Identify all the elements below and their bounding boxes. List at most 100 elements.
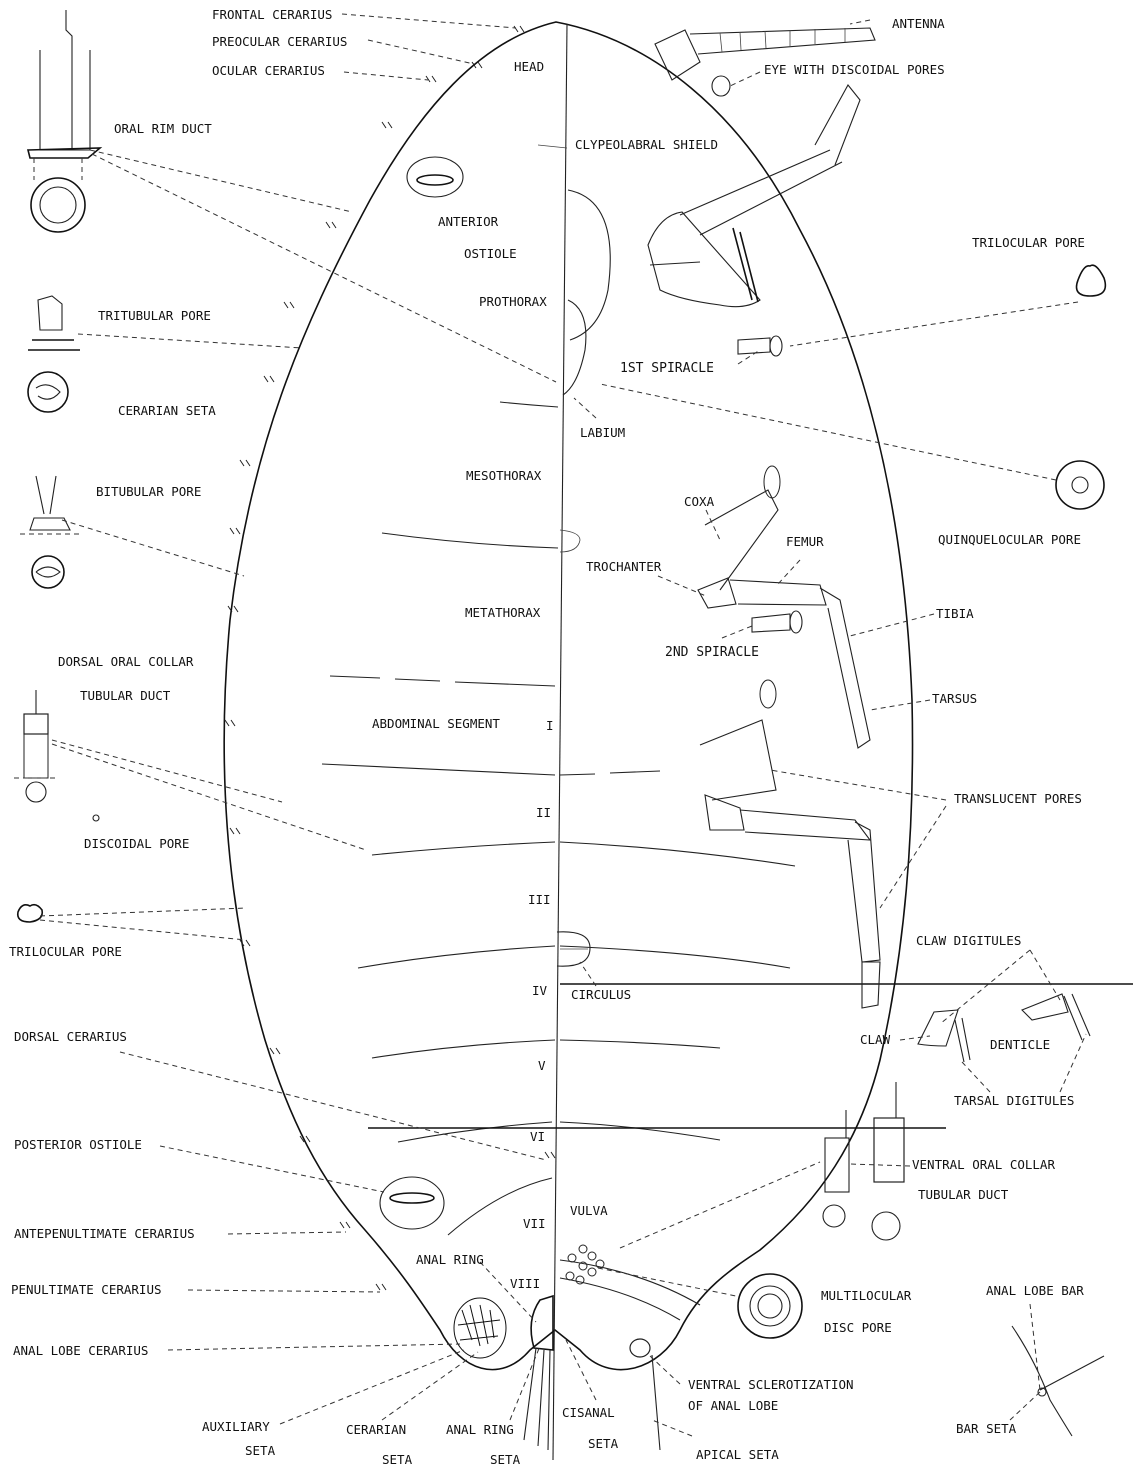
label-anal-ring-seta-2: SETA — [490, 1452, 521, 1466]
dorsal-oral-collar-drawing — [14, 690, 58, 802]
label-ventral-oral-collar-2: TUBULAR DUCT — [918, 1187, 1009, 1202]
label-dorsal-oral-collar-1: DORSAL ORAL COLLAR — [58, 654, 194, 669]
anterior-ostiole-drawing — [407, 157, 463, 197]
label-trilocular-pore-left: TRILOCULAR PORE — [9, 944, 122, 959]
label-anal-ring-seta-1: ANAL RING — [446, 1422, 514, 1437]
label-apical-seta: APICAL SETA — [696, 1447, 779, 1462]
label-preocular-cerarius: PREOCULAR CERARIUS — [212, 34, 347, 49]
label-oral-rim-duct: ORAL RIM DUCT — [114, 121, 212, 136]
label-cisanal-1: CISANAL — [562, 1405, 615, 1420]
segment-line — [560, 771, 660, 775]
label-bitubular-pore: BITUBULAR PORE — [96, 484, 201, 499]
trilocular-pore-right-drawing — [1077, 265, 1106, 296]
label-anal-ring: ANAL RING — [416, 1252, 484, 1267]
label-antepenultimate-cerarius: ANTEPENULTIMATE CERARIUS — [14, 1226, 195, 1241]
label-ventral-oral-collar-1: VENTRAL ORAL COLLAR — [912, 1157, 1055, 1172]
label-anterior: ANTERIOR — [438, 214, 499, 229]
label-seg-VII: VII — [523, 1216, 546, 1231]
label-cisanal-2: SETA — [588, 1436, 619, 1451]
label-anal-lobe-cerarius: ANAL LOBE CERARIUS — [13, 1343, 148, 1358]
label-translucent-pores: TRANSLUCENT PORES — [954, 791, 1082, 806]
label-eye: EYE WITH DISCOIDAL PORES — [764, 62, 945, 77]
label-penultimate-cerarius: PENULTIMATE CERARIUS — [11, 1282, 162, 1297]
segment-line — [560, 1040, 720, 1048]
label-ventral-sclerotization-2: OF ANAL LOBE — [688, 1398, 778, 1413]
eye-drawing — [712, 76, 730, 96]
label-posterior-ostiole: POSTERIOR OSTIOLE — [14, 1137, 142, 1152]
label-dorsal-cerarius: DORSAL CERARIUS — [14, 1029, 127, 1044]
label-seg-V: V — [538, 1058, 546, 1073]
label-auxiliary-1: AUXILIARY — [202, 1419, 270, 1434]
label-multilocular-2: DISC PORE — [824, 1320, 892, 1335]
label-denticle: DENTICLE — [990, 1037, 1050, 1052]
middle-leg-drawing — [698, 466, 870, 748]
foreleg-drawing — [648, 85, 860, 307]
label-seg-IV: IV — [532, 983, 548, 998]
multilocular-disc-pore-drawing — [738, 1274, 802, 1338]
label-auxiliary-2: SETA — [245, 1443, 276, 1458]
label-prothorax: PROTHORAX — [479, 294, 547, 309]
label-claw: CLAW — [860, 1032, 891, 1047]
anal-lobe-bar-drawing — [1012, 1326, 1104, 1436]
segment-line — [560, 946, 790, 968]
label-seg-VIII: VIII — [510, 1276, 540, 1291]
spiracle-2-drawing — [752, 611, 802, 633]
clypeolabral-line — [538, 145, 567, 148]
label-labium: LABIUM — [580, 425, 625, 440]
label-dorsal-oral-collar-2: TUBULAR DUCT — [80, 688, 171, 703]
label-frontal-cerarius: FRONTAL CERARIUS — [212, 7, 332, 22]
leader-lines — [40, 14, 1086, 1436]
segment-line — [322, 764, 555, 775]
label-circulus: CIRCULUS — [571, 987, 631, 1002]
label-vulva: VULVA — [570, 1203, 608, 1218]
segment-line — [560, 842, 795, 866]
label-discoidal-pore: DISCOIDAL PORE — [84, 836, 189, 851]
label-trochanter: TROCHANTER — [586, 559, 662, 574]
segment-line — [398, 1122, 552, 1142]
tritubular-pore-drawing — [28, 296, 80, 412]
ventral-oral-collar-drawing — [823, 1082, 904, 1240]
label-coxa: COXA — [684, 494, 715, 509]
trilocular-pore-left-drawing — [18, 905, 43, 922]
bitubular-pore-drawing — [20, 476, 80, 588]
posterior-ostiole-drawing — [380, 1177, 444, 1229]
label-mesothorax: MESOTHORAX — [466, 468, 542, 483]
label-seg-VI: VI — [530, 1129, 545, 1144]
label-tritubular-pore: TRITUBULAR PORE — [98, 308, 211, 323]
label-first-spiracle: 1ST SPIRACLE — [620, 361, 714, 376]
ventral-sclerotization-drawing — [630, 1339, 660, 1450]
label-tarsus: TARSUS — [932, 691, 977, 706]
label-quinquelocular-pore: QUINQUELOCULAR PORE — [938, 532, 1081, 547]
anal-ring-drawing — [524, 1296, 553, 1450]
spiracle-1-drawing — [738, 336, 782, 356]
label-ventral-sclerotization-1: VENTRAL SCLEROTIZATION — [688, 1377, 854, 1392]
labels: FRONTAL CERARIUS PREOCULAR CERARIUS OCUL… — [9, 7, 1085, 1466]
label-cerarian-2: SETA — [382, 1452, 413, 1466]
circle-at-mesothorax — [560, 530, 580, 552]
cerarii-marks — [225, 26, 555, 1290]
discoidal-pore-drawing — [93, 815, 99, 821]
label-tarsal-digitules: TARSAL DIGITULES — [954, 1093, 1074, 1108]
segment-line — [560, 1278, 680, 1320]
label-abdominal-segment: ABDOMINAL SEGMENT — [372, 716, 500, 731]
label-femur: FEMUR — [786, 534, 824, 549]
label-bar-seta: BAR SETA — [956, 1421, 1017, 1436]
label-multilocular-1: MULTILOCULAR — [821, 1288, 912, 1303]
label-ostiole: OSTIOLE — [464, 246, 517, 261]
label-cerarian-1: CERARIAN — [346, 1422, 406, 1437]
label-anal-lobe-bar: ANAL LOBE BAR — [986, 1283, 1084, 1298]
midline — [553, 24, 567, 1460]
vulva-pores — [566, 1245, 604, 1284]
segment-line — [330, 676, 555, 686]
label-seg-I: I — [546, 718, 554, 733]
clypeolabral-shield — [568, 190, 610, 340]
label-seg-II: II — [536, 805, 551, 820]
label-claw-digitules: CLAW DIGITULES — [916, 933, 1021, 948]
label-ocular-cerarius: OCULAR CERARIUS — [212, 63, 325, 78]
oral-rim-duct-drawing — [28, 10, 100, 232]
quinquelocular-pore-drawing — [1056, 461, 1104, 509]
segment-line — [372, 1040, 555, 1058]
segment-line — [358, 946, 555, 968]
